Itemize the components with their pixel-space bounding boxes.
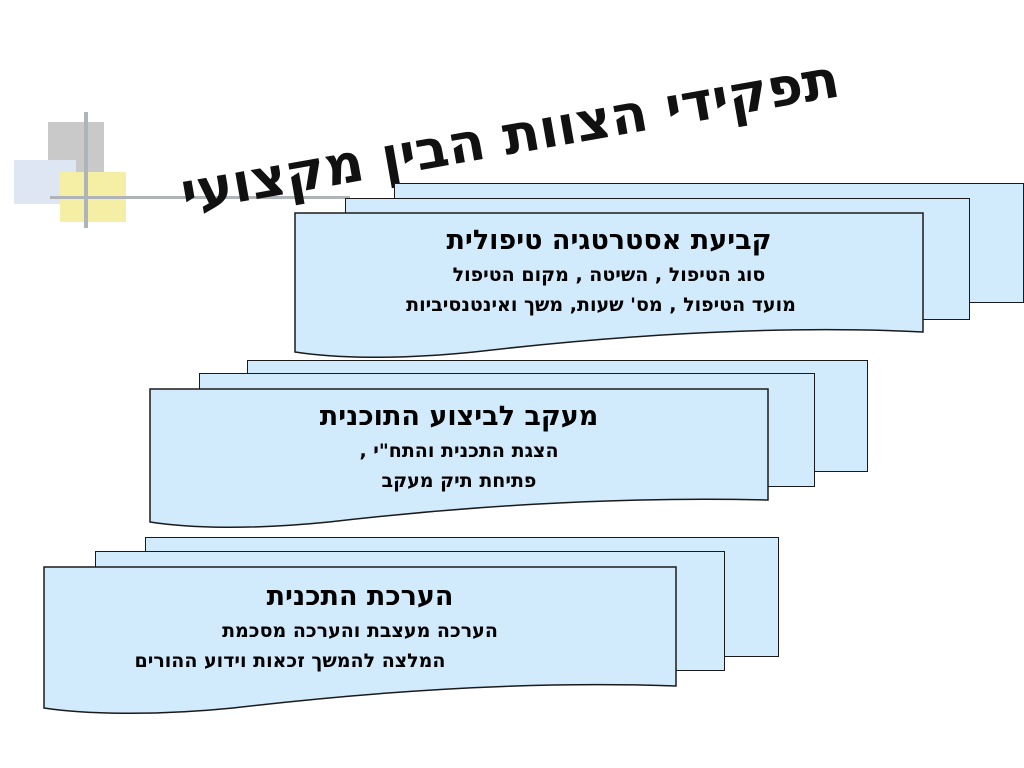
card-3: הערכת התכנית הערכה מעצבת והערכה מסכמת המ… <box>43 566 677 716</box>
card-2-shape <box>149 388 769 528</box>
card-3-line-1: הערכה מעצבת והערכה מסכמת <box>222 620 498 642</box>
card-2: מעקב לביצוע התוכנית הצגת התכנית והתח"י ,… <box>149 388 769 528</box>
card-1: קביעת אסטרטגיה טיפולית סוג הטיפול , השיט… <box>294 212 924 358</box>
card-3-heading: הערכת התכנית <box>266 581 454 612</box>
card-2-heading: מעקב לביצוע התוכנית <box>319 401 599 432</box>
card-1-text: קביעת אסטרטגיה טיפולית סוג הטיפול , השיט… <box>294 222 924 320</box>
card-1-line-1: סוג הטיפול , השיטה , מקום הטיפול <box>452 264 766 286</box>
card-1-line-2: מועד הטיפול , מס' שעות, משך ואינטנסיביות <box>406 294 796 316</box>
card-2-line-1: הצגת התכנית והתח"י , <box>359 440 559 462</box>
card-3-line-2: המלצה להמשך זכאות וידוע ההורים <box>134 650 446 672</box>
ornament-vertical-line <box>84 112 88 228</box>
card-3-shape <box>43 566 677 714</box>
ornament-horizontal-line <box>50 196 350 199</box>
card-2-text: מעקב לביצוע התוכנית הצגת התכנית והתח"י ,… <box>149 398 769 496</box>
card-1-heading: קביעת אסטרטגיה טיפולית <box>446 225 772 256</box>
card-3-text: הערכת התכנית הערכה מעצבת והערכה מסכמת המ… <box>43 578 677 676</box>
card-1-shape <box>294 212 924 358</box>
card-2-line-2: פתיחת תיק מעקב <box>381 470 537 492</box>
